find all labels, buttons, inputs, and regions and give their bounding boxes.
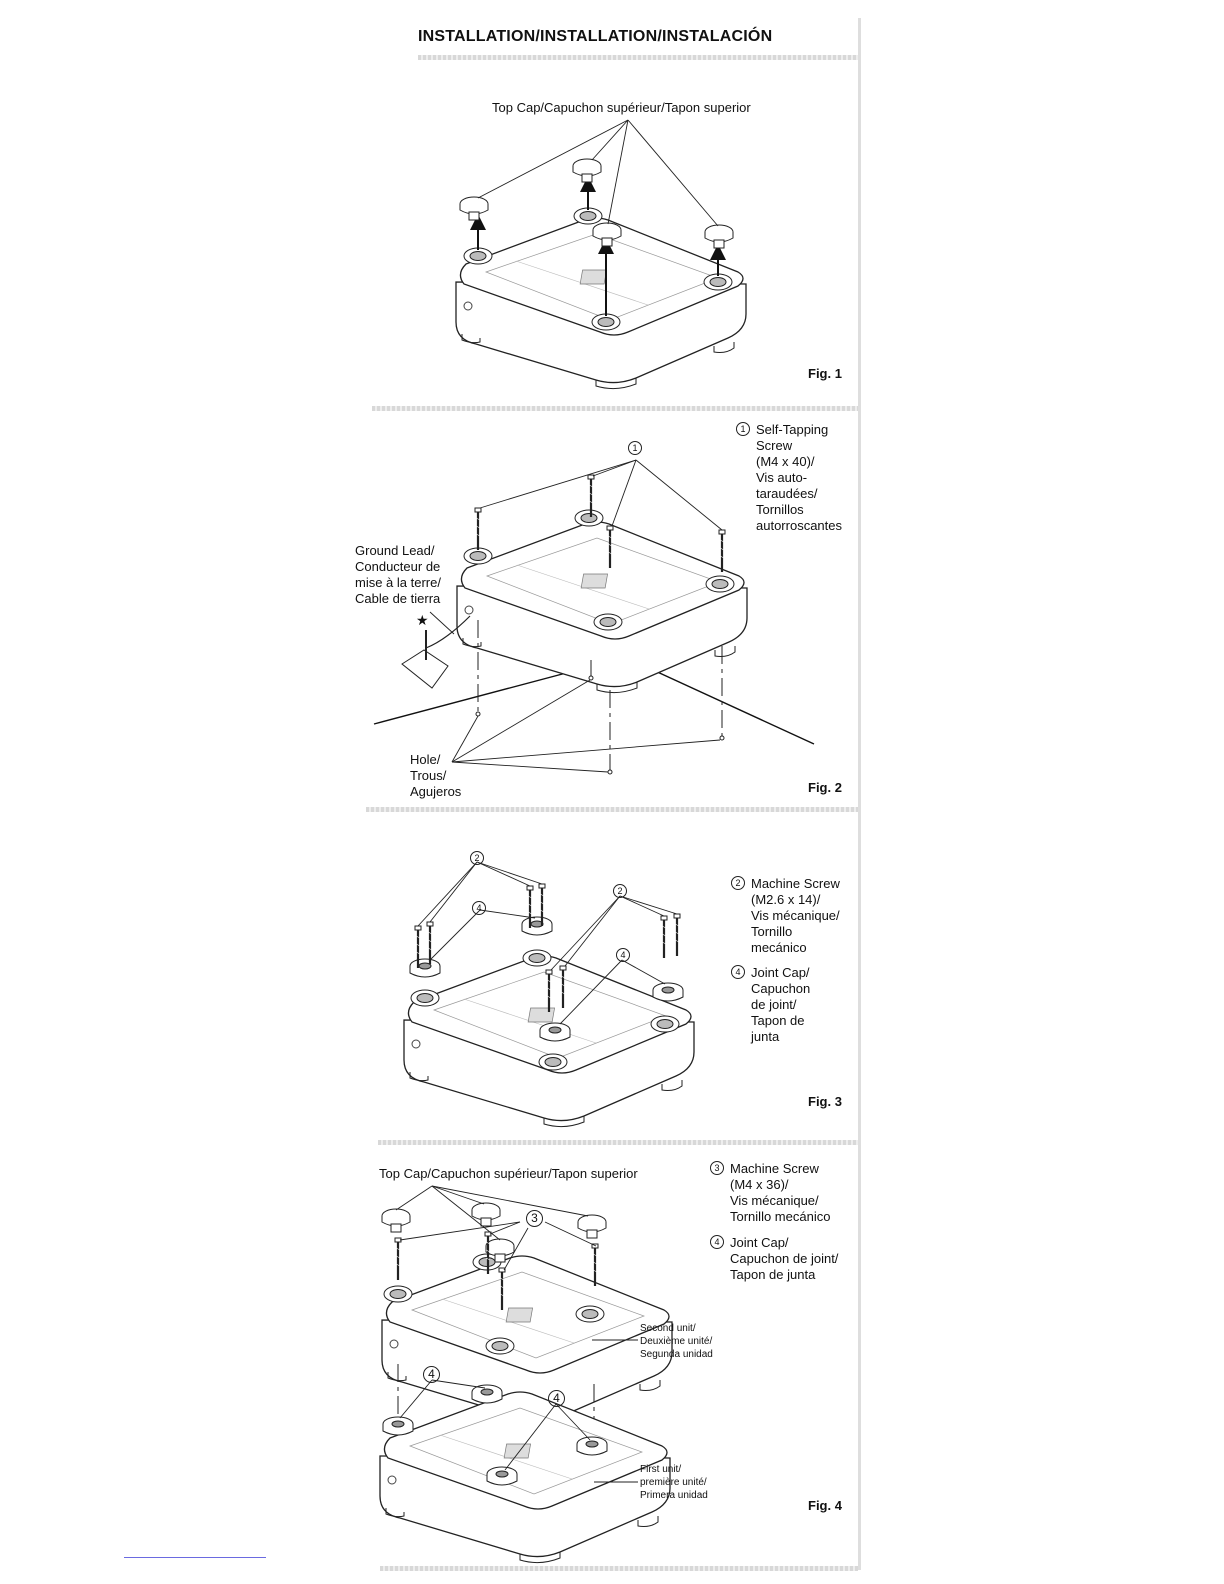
fig3-callout-4a: 4	[472, 899, 492, 917]
footer-link-underline[interactable]	[124, 1557, 266, 1558]
fig2-hole-label: Hole/ Trous/ Agujeros	[410, 752, 462, 799]
section-divider-3	[378, 1140, 858, 1145]
fig4-item-4: 4 Joint Cap/ Capuchon de joint/ Tapon de…	[710, 1235, 838, 1283]
fig2-item-1: 1 Self-Tapping Screw (M4 x 40)/ Vis auto…	[736, 422, 842, 534]
fig3-caption: Fig. 3	[808, 1094, 842, 1109]
fig3-item-4-text: Joint Cap/ Capuchon de joint/ Tapon de j…	[751, 965, 811, 1044]
fig4-illustration	[379, 1185, 673, 1564]
fig3-illustration	[403, 861, 695, 1128]
fig3-callout-4b: 4	[616, 946, 636, 964]
fig4-caption: Fig. 4	[808, 1498, 842, 1513]
section-divider-4	[380, 1566, 858, 1571]
fig2-item-1-text: Self-Tapping Screw (M4 x 40)/ Vis auto- …	[756, 422, 842, 533]
fig4-top-cap-label: Top Cap/Capuchon supérieur/Tapon superio…	[379, 1166, 638, 1181]
fig4-item-3: 3 Machine Screw (M4 x 36)/ Vis mécanique…	[710, 1161, 830, 1225]
fig2-caption: Fig. 2	[808, 780, 842, 795]
fig1-caption: Fig. 1	[808, 366, 842, 381]
fig4-callout-4b: 4	[548, 1390, 571, 1408]
section-divider-1	[372, 406, 858, 411]
fig2-item-1-number: 1	[736, 422, 750, 436]
fig3-callout-2b: 2	[613, 882, 633, 900]
fig4-second-unit-label: Second unit/ Deuxième unité/ Segunda uni…	[640, 1323, 713, 1360]
page-title: INSTALLATION/INSTALLATION/INSTALACIÓN	[418, 28, 773, 45]
fig2-ground-lead-label: Ground Lead/ Conducteur de mise à la ter…	[355, 543, 441, 606]
title-divider	[418, 55, 858, 60]
fig3-item-2-number: 2	[731, 876, 745, 890]
fig2-callout-1: 1	[628, 439, 648, 457]
fig3-item-4-number: 4	[731, 965, 745, 979]
fig4-item-3-number: 3	[710, 1161, 724, 1175]
fig4-item-4-text: Joint Cap/ Capuchon de joint/ Tapon de j…	[730, 1235, 839, 1282]
fig4-callout-4a: 4	[423, 1366, 446, 1384]
fig2-star-icon: ★	[416, 612, 429, 628]
fig4-item-4-number: 4	[710, 1235, 724, 1249]
fig1-top-cap-label: Top Cap/Capuchon supérieur/Tapon superio…	[492, 100, 751, 115]
fig4-item-3-text: Machine Screw (M4 x 36)/ Vis mécanique/ …	[730, 1161, 831, 1224]
fig2-illustration	[373, 459, 815, 775]
section-divider-2	[366, 807, 858, 812]
fig3-item-2: 2 Machine Screw (M2.6 x 14)/ Vis mécaniq…	[731, 876, 840, 956]
page-right-rule	[858, 18, 861, 1570]
fig4-callout-3: 3	[526, 1210, 549, 1228]
fig3-item-2-text: Machine Screw (M2.6 x 14)/ Vis mécanique…	[751, 876, 840, 955]
fig4-first-unit-label: First unit/ première unité/ Primera unid…	[640, 1464, 708, 1501]
fig3-item-4: 4 Joint Cap/ Capuchon de joint/ Tapon de…	[731, 965, 810, 1045]
fig3-callout-2a: 2	[470, 849, 490, 867]
fig1-illustration	[455, 119, 747, 390]
